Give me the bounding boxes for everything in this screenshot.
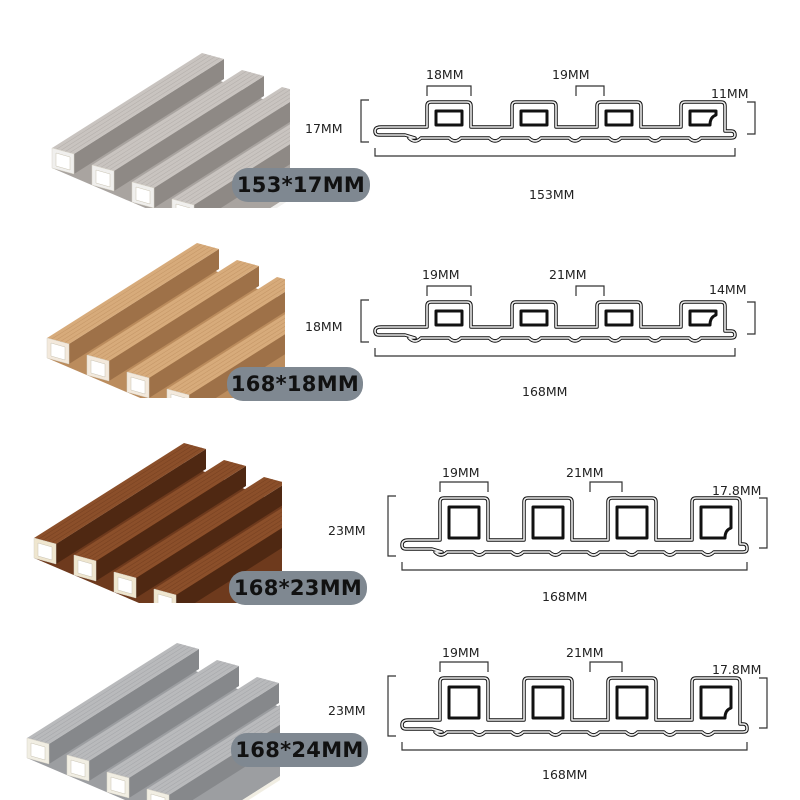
- lip-height-label: 11MM: [711, 86, 749, 101]
- lip-height-label: 14MM: [709, 282, 747, 297]
- panel-image-walnut-wood: [33, 443, 282, 603]
- size-badge: 168*24MM: [231, 733, 368, 767]
- product-row-3: 168*23MM 19MM 21MM 17.8MM 23MM 168MM: [0, 420, 800, 625]
- cross-section-profile: [387, 661, 768, 751]
- size-badge: 153*17MM: [232, 168, 370, 202]
- size-badge: 168*23MM: [229, 571, 367, 605]
- product-row-2: 168*18MM 19MM 21MM 14MM 18MM 168MM: [0, 220, 800, 420]
- gap-width-label: 21MM: [566, 645, 604, 660]
- cross-section-profile: [360, 285, 756, 357]
- gap-width-label: 19MM: [552, 67, 590, 82]
- product-row-1: 153*17MM 18MM 19MM 11MM 17MM 153MM: [0, 0, 800, 210]
- total-width-label: 168MM: [542, 589, 588, 604]
- lip-height-label: 17.8MM: [712, 662, 762, 677]
- slat-width-label: 18MM: [426, 67, 464, 82]
- slat-width-label: 19MM: [442, 645, 480, 660]
- size-badge: 168*18MM: [227, 367, 363, 401]
- gap-width-label: 21MM: [566, 465, 604, 480]
- cross-section-profile: [387, 481, 768, 571]
- lip-height-label: 17.8MM: [712, 483, 762, 498]
- cross-section-profile: [360, 85, 756, 157]
- panel-image-light-oak-wood: [46, 243, 285, 398]
- total-height-label: 18MM: [305, 319, 343, 334]
- total-width-label: 153MM: [529, 187, 575, 202]
- gap-width-label: 21MM: [549, 267, 587, 282]
- total-height-label: 17MM: [305, 121, 343, 136]
- total-width-label: 168MM: [542, 767, 588, 782]
- panel-image-light-grey-wood: [51, 53, 290, 208]
- product-row-4: 168*24MM 19MM 21MM 17.8MM 23MM 168MM: [0, 620, 800, 800]
- total-height-label: 23MM: [328, 703, 366, 718]
- total-height-label: 23MM: [328, 523, 366, 538]
- slat-width-label: 19MM: [442, 465, 480, 480]
- slat-width-label: 19MM: [422, 267, 460, 282]
- panel-image-grey-marble: [26, 643, 280, 800]
- total-width-label: 168MM: [522, 384, 568, 399]
